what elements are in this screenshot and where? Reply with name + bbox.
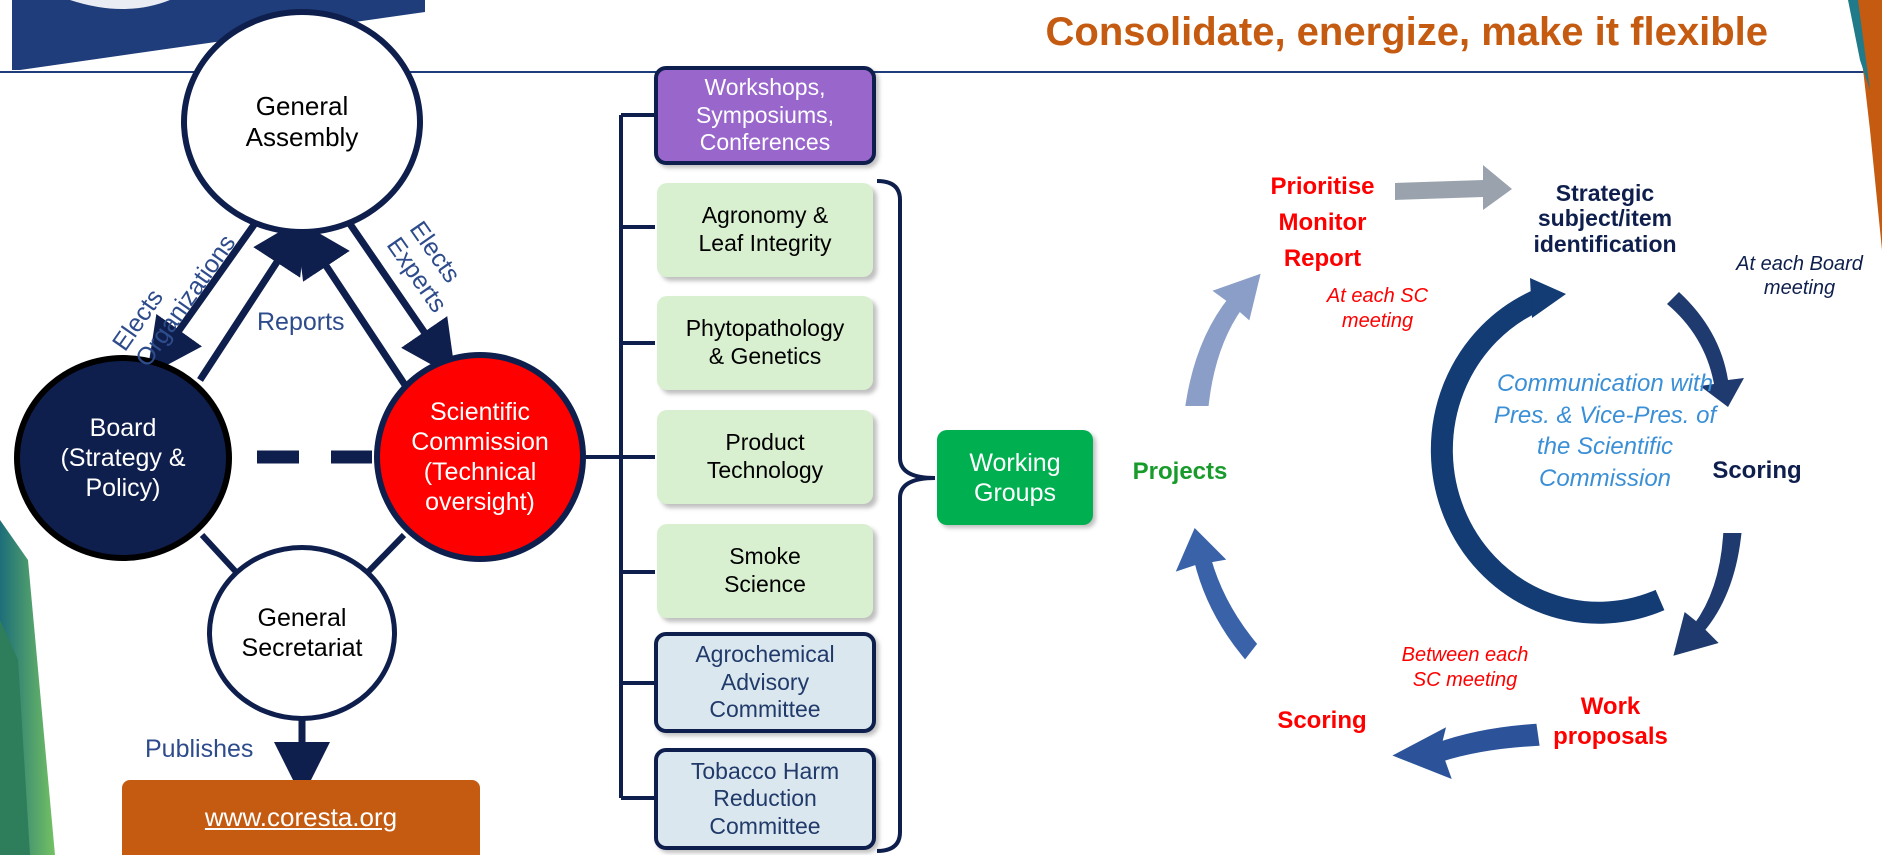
group-box-phytopathology: Phytopathology & Genetics: [657, 296, 873, 390]
note-board-meeting: At each Board meeting: [1736, 253, 1863, 299]
arrow-board-reports: [197, 215, 308, 382]
group-box-smoke-science: Smoke Science: [657, 524, 873, 618]
group-box-agronomy: Agronomy & Leaf Integrity: [657, 183, 873, 277]
group-box-product-technology: Product Technology: [657, 410, 873, 504]
cycle-center-text: Communication with Pres. & Vice-Pres. of…: [1493, 370, 1717, 493]
general-assembly-node: General Assembly: [181, 9, 423, 235]
cycle-work-proposals: Work proposals: [1553, 693, 1668, 750]
board-node: Board (Strategy & Policy): [14, 355, 232, 561]
general-assembly-label: General Assembly: [245, 90, 359, 152]
working-groups-label: Working Groups: [969, 448, 1061, 507]
scientific-commission-label: Scientific Commission (Technical oversig…: [411, 398, 549, 516]
prioritise-label: Prioritise: [1270, 173, 1375, 200]
committee-label: Tobacco Harm Reduction Committee: [690, 757, 840, 839]
board-label: Board (Strategy & Policy): [60, 414, 186, 502]
publishes-label: Publishes: [145, 735, 254, 763]
cycle-arrow-lower-right: [1673, 533, 1742, 656]
group-label: Phytopathology & Genetics: [685, 315, 845, 369]
arrow-sc-reports: [295, 219, 408, 387]
group-label: Agronomy & Leaf Integrity: [698, 202, 832, 256]
cycle-strategic: Strategic subject/item identification: [1533, 180, 1677, 257]
page-title: Consolidate, energize, make it flexible: [1045, 10, 1768, 54]
right-decor: [1855, 0, 1882, 250]
cycle-arrow-upper-right: [1667, 292, 1744, 407]
cycle-arrow-top: [1395, 165, 1512, 210]
workshops-box: Workshops, Symposiums, Conferences: [654, 66, 876, 165]
monitor-label: Monitor: [1278, 209, 1367, 236]
committee-box-harm-reduction: Tobacco Harm Reduction Committee: [654, 748, 876, 850]
cycle-projects: Projects: [1132, 458, 1228, 485]
committee-label: Agrochemical Advisory Committee: [695, 641, 835, 723]
website-link-box[interactable]: www.coresta.org: [122, 780, 480, 855]
note-sc-meeting: At each SC meeting: [1326, 285, 1429, 332]
website-link[interactable]: www.coresta.org: [204, 801, 398, 832]
scientific-commission-node: Scientific Commission (Technical oversig…: [374, 352, 586, 562]
note-between-sc-meeting: Between each SC meeting: [1401, 644, 1529, 691]
general-secretariat-node: General Secretariat: [207, 545, 397, 721]
workshops-label: Workshops, Symposiums, Conferences: [695, 74, 835, 156]
cycle-arrow-upper-left: [1185, 273, 1261, 406]
cycle-arrow-lower-left: [1175, 528, 1258, 660]
group-label: Smoke Science: [724, 543, 806, 597]
arrow-elects-orgs: [146, 219, 259, 376]
general-secretariat-label: General Secretariat: [241, 604, 363, 662]
cycle-prioritise: Prioritise Monitor Report: [1255, 172, 1390, 274]
working-groups-box: Working Groups: [937, 430, 1093, 525]
arrow-elects-experts: [347, 222, 456, 379]
group-label: Product Technology: [706, 429, 824, 483]
report-label: Report: [1283, 245, 1362, 272]
right-brace: [876, 179, 936, 853]
center-circular-arrow: [1430, 289, 1665, 624]
reports-label: Reports: [257, 308, 345, 336]
cycle-scoring-right: Scoring: [1712, 457, 1802, 484]
committee-box-agrochemical: Agrochemical Advisory Committee: [654, 632, 876, 733]
cycle-scoring-bottom: Scoring: [1277, 707, 1367, 734]
cycle-arrow-bottom: [1392, 723, 1540, 779]
